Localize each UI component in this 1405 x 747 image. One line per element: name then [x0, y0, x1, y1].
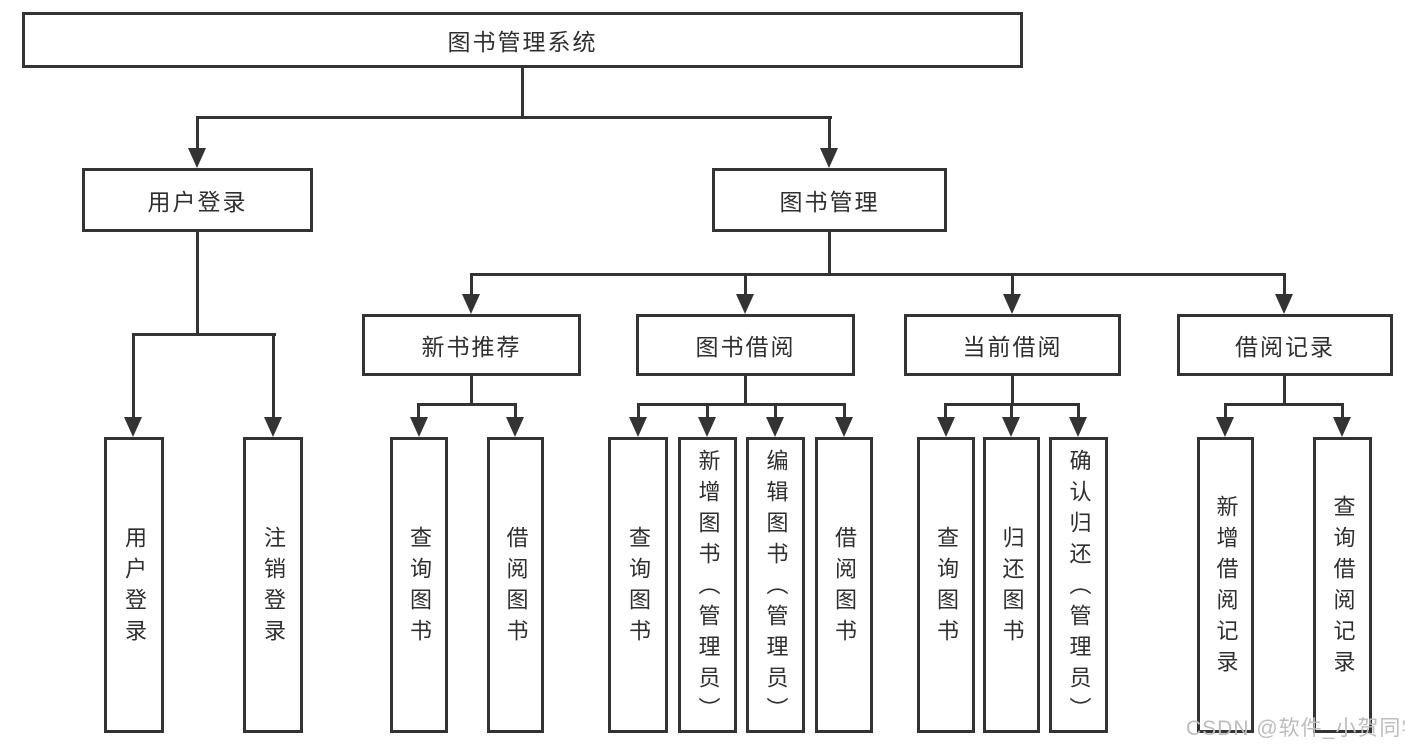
connector-arrow — [835, 417, 853, 437]
leaf-add-borrow-record: 新增借阅记录 — [1197, 437, 1254, 733]
connector-arrow — [506, 417, 524, 437]
connector-line — [417, 403, 420, 419]
connector-arrow — [462, 294, 480, 314]
watermark: CSDN @软件_小贺同学 — [1186, 717, 1405, 740]
connector-line — [1011, 376, 1014, 406]
connector-line — [521, 68, 524, 119]
connector-line — [744, 376, 747, 406]
connector-arrow — [264, 417, 282, 437]
connector-line — [1283, 376, 1286, 406]
connector-line — [272, 333, 275, 419]
connector-line — [774, 403, 777, 419]
leaf-query-books-borrow: 查询图书 — [608, 437, 668, 733]
connector-arrow — [766, 417, 784, 437]
connector-line — [944, 403, 947, 419]
connector-line — [706, 403, 709, 419]
connector-line — [1283, 273, 1286, 296]
node-new-book-recommend: 新书推荐 — [362, 314, 581, 376]
connector-line — [1010, 403, 1013, 419]
connector-line — [1224, 403, 1227, 419]
connector-line — [1341, 403, 1344, 419]
connector-line — [1011, 273, 1014, 296]
leaf-user-login: 用户登录 — [104, 437, 164, 733]
leaf-add-books-admin: 新增图书（管理员） — [678, 437, 737, 733]
node-user-login: 用户登录 — [82, 168, 313, 232]
leaf-borrow-books-borrow: 借阅图书 — [815, 437, 873, 733]
leaf-borrow-books-recommend: 借阅图书 — [487, 437, 544, 733]
node-library-management-system: 图书管理系统 — [22, 12, 1023, 68]
connector-arrow — [410, 417, 428, 437]
connector-line — [417, 403, 517, 406]
connector-line — [470, 376, 473, 406]
leaf-edit-books-admin: 编辑图书（管理员） — [746, 437, 805, 733]
node-current-borrow: 当前借阅 — [904, 314, 1121, 376]
connector-arrow — [1333, 417, 1351, 437]
connector-line — [828, 232, 831, 276]
connector-arrow — [124, 417, 142, 437]
connector-line — [132, 333, 276, 336]
node-borrow-records: 借阅记录 — [1177, 314, 1393, 376]
connector-line — [470, 273, 1286, 276]
connector-line — [1077, 403, 1080, 419]
connector-line — [843, 403, 846, 419]
connector-arrow — [1002, 417, 1020, 437]
connector-line — [1224, 403, 1343, 406]
connector-arrow — [937, 417, 955, 437]
connector-line — [637, 403, 640, 419]
leaf-query-borrow-record: 查询借阅记录 — [1313, 437, 1372, 733]
leaf-logout-login: 注销登录 — [243, 437, 303, 733]
leaf-confirm-return-admin: 确认归还（管理员） — [1049, 437, 1108, 733]
connector-line — [196, 232, 199, 336]
node-book-management: 图书管理 — [712, 168, 947, 232]
connector-line — [514, 403, 517, 419]
connector-line — [744, 273, 747, 296]
connector-arrow — [820, 148, 838, 168]
leaf-return-books: 归还图书 — [983, 437, 1040, 733]
connector-arrow — [1216, 417, 1234, 437]
connector-arrow — [1275, 294, 1293, 314]
connector-line — [132, 333, 135, 419]
connector-arrow — [188, 148, 206, 168]
connector-arrow — [629, 417, 647, 437]
connector-arrow — [736, 294, 754, 314]
node-book-borrow: 图书借阅 — [636, 314, 855, 376]
connector-arrow — [1069, 417, 1087, 437]
connector-arrow — [1003, 294, 1021, 314]
connector-arrow — [698, 417, 716, 437]
connector-line — [196, 116, 199, 150]
connector-line — [637, 403, 845, 406]
connector-line — [470, 273, 473, 296]
leaf-query-books-recommend: 查询图书 — [390, 437, 448, 733]
connector-line — [828, 116, 831, 150]
connector-line — [196, 116, 832, 119]
leaf-query-books-current: 查询图书 — [917, 437, 975, 733]
